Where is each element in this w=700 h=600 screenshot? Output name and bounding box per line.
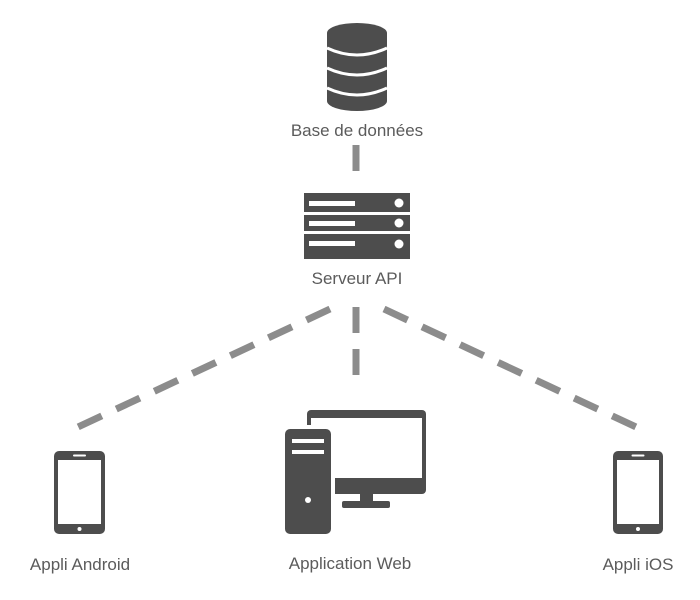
ios-app-label: Appli iOS (602, 555, 674, 574)
desktop-computer-icon (281, 410, 426, 538)
ios-smartphone-icon (613, 451, 663, 534)
android-app-label: Appli Android (29, 555, 131, 574)
android-smartphone-icon (54, 451, 105, 534)
database-label: Base de données (290, 121, 424, 140)
connectors (76, 145, 638, 431)
connector-api-android (76, 305, 332, 431)
database-icon (326, 23, 388, 111)
api-server-label: Serveur API (311, 269, 403, 288)
server-rack-icon (304, 193, 410, 259)
web-app-label: Application Web (288, 554, 412, 573)
connector-api-ios (382, 305, 638, 431)
